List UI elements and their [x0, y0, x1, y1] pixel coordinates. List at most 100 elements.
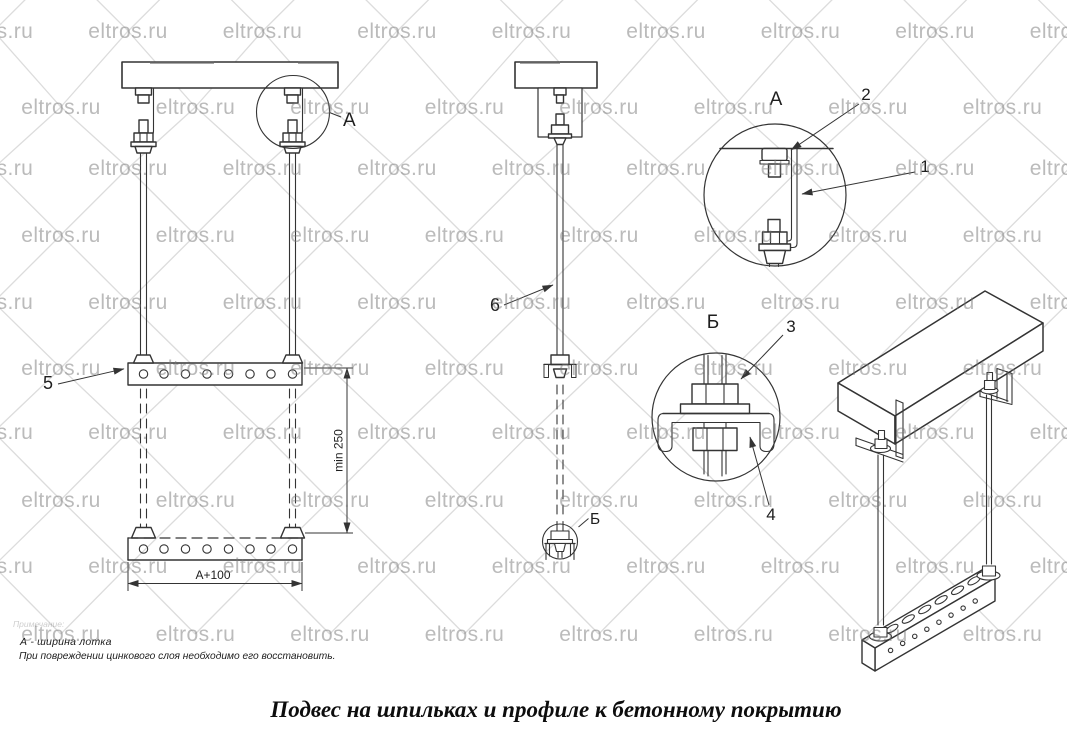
watermark-lattice-line — [531, 167, 600, 236]
detail-a-title: А — [770, 89, 783, 110]
watermark-lattice-line — [60, 106, 129, 169]
watermark-lattice-line — [1001, 433, 1067, 501]
channel-slot — [901, 614, 915, 624]
watermark-lattice-line — [867, 499, 936, 567]
watermark-lattice-line — [0, 437, 62, 501]
watermark-text: eltros.ru — [895, 20, 974, 43]
watermark-text: eltros.ru — [0, 555, 33, 578]
left-hanger — [130, 87, 157, 357]
watermark-lattice-line — [396, 106, 465, 169]
watermark-lattice-line — [0, 307, 62, 369]
watermark-text: eltros.ru — [626, 157, 705, 180]
channel-hole — [911, 633, 918, 640]
watermark-lattice-line — [531, 431, 600, 501]
watermark-lattice-line — [934, 167, 1003, 236]
watermark-lattice-line — [464, 367, 533, 433]
watermark-lattice-line — [800, 301, 869, 369]
watermark-lattice-line — [60, 431, 129, 501]
watermark-text: eltros.ru — [761, 555, 840, 578]
note-heading-faded: Примечание: — [13, 619, 65, 629]
front-view: А 5 — [43, 61, 356, 591]
watermark-text: eltros.ru — [492, 157, 571, 180]
watermark-text: eltros.ru — [761, 157, 840, 180]
watermark-text: eltros.ru — [626, 555, 705, 578]
watermark-text: eltros.ru — [1030, 20, 1067, 43]
watermark-lattice-line — [598, 167, 667, 236]
callout-4-label: 4 — [766, 505, 775, 524]
watermark-text: eltros.ru — [290, 489, 369, 512]
watermark-text: eltros.ru — [895, 421, 974, 444]
watermark-lattice-line — [464, 106, 533, 169]
watermark-lattice-line — [665, 499, 734, 567]
channel-hole — [202, 544, 212, 554]
watermark-text: eltros.ru — [425, 623, 504, 646]
watermark-lattice-line — [598, 301, 667, 369]
watermark-lattice-line — [329, 565, 398, 635]
watermark-text: eltros.ru — [156, 96, 235, 119]
watermark-lattice-line — [665, 234, 734, 303]
watermark-lattice-line — [1002, 367, 1067, 431]
watermark-lattice-line — [329, 167, 398, 236]
watermark-text: eltros.ru — [156, 357, 235, 380]
watermark-text: eltros.ru — [223, 291, 302, 314]
watermark-lattice-line — [194, 301, 263, 369]
watermark-lattice-line — [396, 367, 465, 433]
height-dimension: min 250 — [304, 367, 353, 534]
channel-hole — [245, 544, 255, 554]
watermark-text: eltros.ru — [0, 20, 33, 43]
watermark-lattice-line — [665, 0, 699, 32]
watermark-lattice-line — [867, 30, 936, 108]
watermark-lattice-line — [0, 367, 62, 427]
watermark-text: eltros.ru — [156, 489, 235, 512]
watermark-text: eltros.ru — [357, 421, 436, 444]
watermark-text: eltros.ru — [290, 623, 369, 646]
watermark-text: eltros.ru — [290, 96, 369, 119]
watermark-text: eltros.ru — [21, 489, 100, 512]
watermark-lattice-line — [665, 565, 734, 635]
watermark-text: eltros.ru — [492, 555, 571, 578]
watermark-text: eltros.ru — [88, 555, 167, 578]
watermark-lattice-line — [800, 167, 869, 236]
watermark-lattice-line — [800, 106, 869, 169]
watermark-lattice-line — [195, 106, 264, 169]
watermark-lattice-line — [634, 0, 667, 32]
watermark-text: eltros.ru — [694, 224, 773, 247]
isometric-view — [837, 290, 1044, 672]
watermark-lattice-line — [396, 499, 465, 567]
watermark-lattice-line — [262, 167, 331, 236]
watermark-lattice-line — [598, 30, 667, 108]
watermark-lattice-line — [768, 0, 802, 32]
channel-hole — [972, 598, 978, 604]
watermark-lattice-line — [262, 565, 331, 635]
watermark-lattice-line — [0, 0, 26, 26]
watermark-text: eltros.ru — [492, 20, 571, 43]
watermark-lattice-line — [733, 234, 802, 303]
watermark-lattice-line — [732, 301, 801, 369]
channel-slot — [934, 595, 948, 605]
watermark-lattice-line — [127, 106, 196, 169]
channel-hole — [899, 640, 906, 647]
channel-hole — [138, 544, 149, 554]
watermark-text: eltros.ru — [1030, 157, 1067, 180]
watermark-text: eltros.ru — [223, 20, 302, 43]
watermark-lattice-line — [195, 234, 264, 303]
lower-profile-channel — [127, 537, 303, 561]
watermark-text: eltros.ru — [21, 96, 100, 119]
watermark-lattice-line — [262, 234, 331, 303]
watermark-text: eltros.ru — [559, 224, 638, 247]
detail-b-circle — [651, 352, 781, 482]
watermark-lattice-line — [800, 431, 869, 501]
note-line-2: При повреждении цинкового слоя необходим… — [19, 651, 336, 662]
watermark-lattice-line — [598, 367, 667, 433]
watermark-lattice-line — [365, 0, 398, 32]
watermark-text: eltros.ru — [761, 20, 840, 43]
drawing-layer: А 5 — [43, 61, 1044, 672]
watermark-lattice-line — [262, 301, 331, 369]
channel-hole — [180, 369, 191, 379]
watermark-text: eltros.ru — [828, 357, 907, 380]
note-line-1: А - ширина лотка — [20, 636, 112, 648]
watermark-lattice-line — [598, 431, 667, 501]
watermark-lattice-line — [127, 234, 196, 303]
watermark-lattice-line — [329, 499, 398, 567]
